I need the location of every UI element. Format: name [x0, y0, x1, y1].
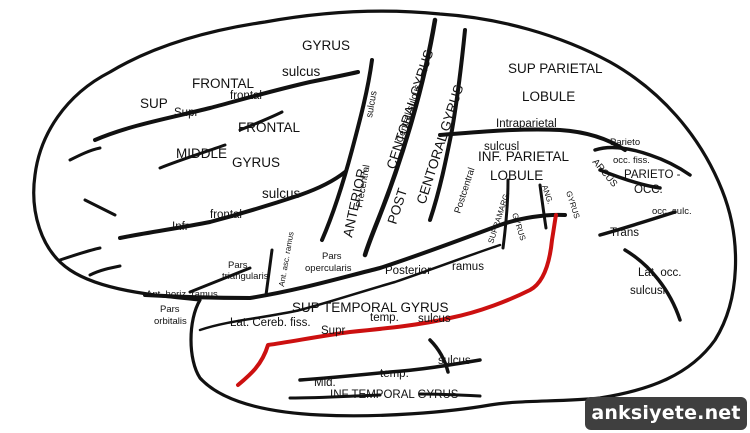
label-parieto-occ: PARIETO - — [624, 169, 681, 181]
label-pars-orbitalis-1: Pars — [160, 304, 180, 315]
label-posterior: Posterior — [385, 265, 431, 277]
precentral-sulcus — [320, 58, 374, 242]
label-sulcus-upper-frontal: sulcus — [282, 64, 321, 79]
label-inf-parietal: INF. PARIETAL — [478, 149, 570, 164]
label-sulcus-temp: sulcus — [418, 313, 451, 325]
label-frontal-upper: FRONTAL — [192, 76, 254, 91]
label-intraparietal: Intraparietal — [496, 118, 557, 130]
label-gyrus-top: GYRUS — [302, 38, 350, 53]
postcentral-sulcus — [428, 28, 467, 222]
label-frontal-infr: frontal — [210, 209, 242, 221]
central-sulcus — [362, 17, 438, 258]
label-lat-cereb-fiss: Lat. Cereb. fiss. — [230, 317, 311, 329]
label-sup-parietal: SUP PARIETAL — [508, 61, 603, 76]
label-pars-triangularis-1: Pars — [228, 260, 248, 271]
middle-frontal-sulcus — [158, 110, 284, 170]
inferior-temporal-sulci — [288, 392, 482, 400]
parieto-occipital-fissure — [593, 145, 692, 190]
label-supr-temp: Supr — [321, 325, 345, 337]
label-infr: Infr — [172, 221, 189, 233]
label-pars-orbitalis-2: orbitalis — [154, 316, 187, 327]
label-mid: Mid. — [314, 377, 336, 389]
frontal-small-sulci — [58, 146, 122, 277]
transverse-occipital-sulcus — [598, 210, 677, 237]
label-ramus: ramus — [452, 261, 484, 273]
intraparietal-sulcus — [438, 127, 627, 152]
label-supr: Supr — [174, 107, 198, 119]
brain-outline — [32, 9, 738, 418]
label-sulcus-precentral: sulcus — [364, 90, 380, 119]
label-trans: Trans — [610, 227, 639, 239]
label-parieto: Parieto — [610, 137, 640, 148]
label-sup: SUP — [140, 96, 168, 111]
label-inf-temporal-gyrus: INF TEMPORAL GYRUS — [330, 389, 459, 401]
label-ant-horiz-ramus: Ant. horiz. ramus — [146, 289, 218, 300]
label-sulcusl-postcentral: sulcusl — [484, 141, 519, 153]
watermark-badge: anksiyete.net — [585, 397, 747, 430]
label-middle: MIDDLE — [176, 146, 227, 161]
anterior-rami — [188, 248, 274, 297]
lateral-occipital-sulcus — [623, 248, 682, 322]
label-pars-triangularis-2: triangularis — [222, 271, 269, 282]
label-lat-occ: Lat. occ. — [638, 267, 681, 279]
temporal-lobe-top — [198, 243, 502, 332]
label-postcentral: Postcentral — [452, 166, 477, 215]
label-lobule-inf: LOBULE — [490, 168, 543, 183]
superior-temporal-sulcus-highlight — [236, 213, 558, 387]
label-sulcusl-occ: sulcusl — [630, 285, 665, 297]
label-frontal-small: frontal — [230, 90, 262, 102]
label-frontal-mid: FRONTAL — [238, 120, 300, 135]
label-temp-mid: temp. — [380, 368, 409, 380]
middle-temporal-sulcus — [298, 338, 482, 382]
label-pars-opercularis-2: opercularis — [305, 263, 352, 274]
inferior-frontal-sulcus — [118, 170, 347, 240]
lateral-fissure — [143, 212, 567, 301]
label-lobule-sup: LOBULE — [522, 89, 575, 104]
label-temp-upper: temp. — [370, 312, 399, 324]
label-gyrus-middle: GYRUS — [232, 155, 280, 170]
label-occ: OCC. — [634, 184, 663, 196]
superior-frontal-sulcus — [93, 70, 360, 142]
label-pars-opercularis-1: Pars — [322, 251, 342, 262]
label-occ-sulc: occ. sulc. — [652, 206, 692, 217]
label-sulcus-infr: sulcus — [262, 186, 301, 201]
supramarginal-sulci — [501, 178, 548, 250]
label-sulcus-mid: sulcus — [438, 355, 471, 367]
label-sup-temporal-gyrus: SUP TEMPORAL GYRUS — [292, 300, 449, 315]
label-ant-asc-ramus: Ant. asc. ramus — [277, 231, 296, 287]
label-occ-fiss: occ. fiss. — [613, 155, 650, 166]
